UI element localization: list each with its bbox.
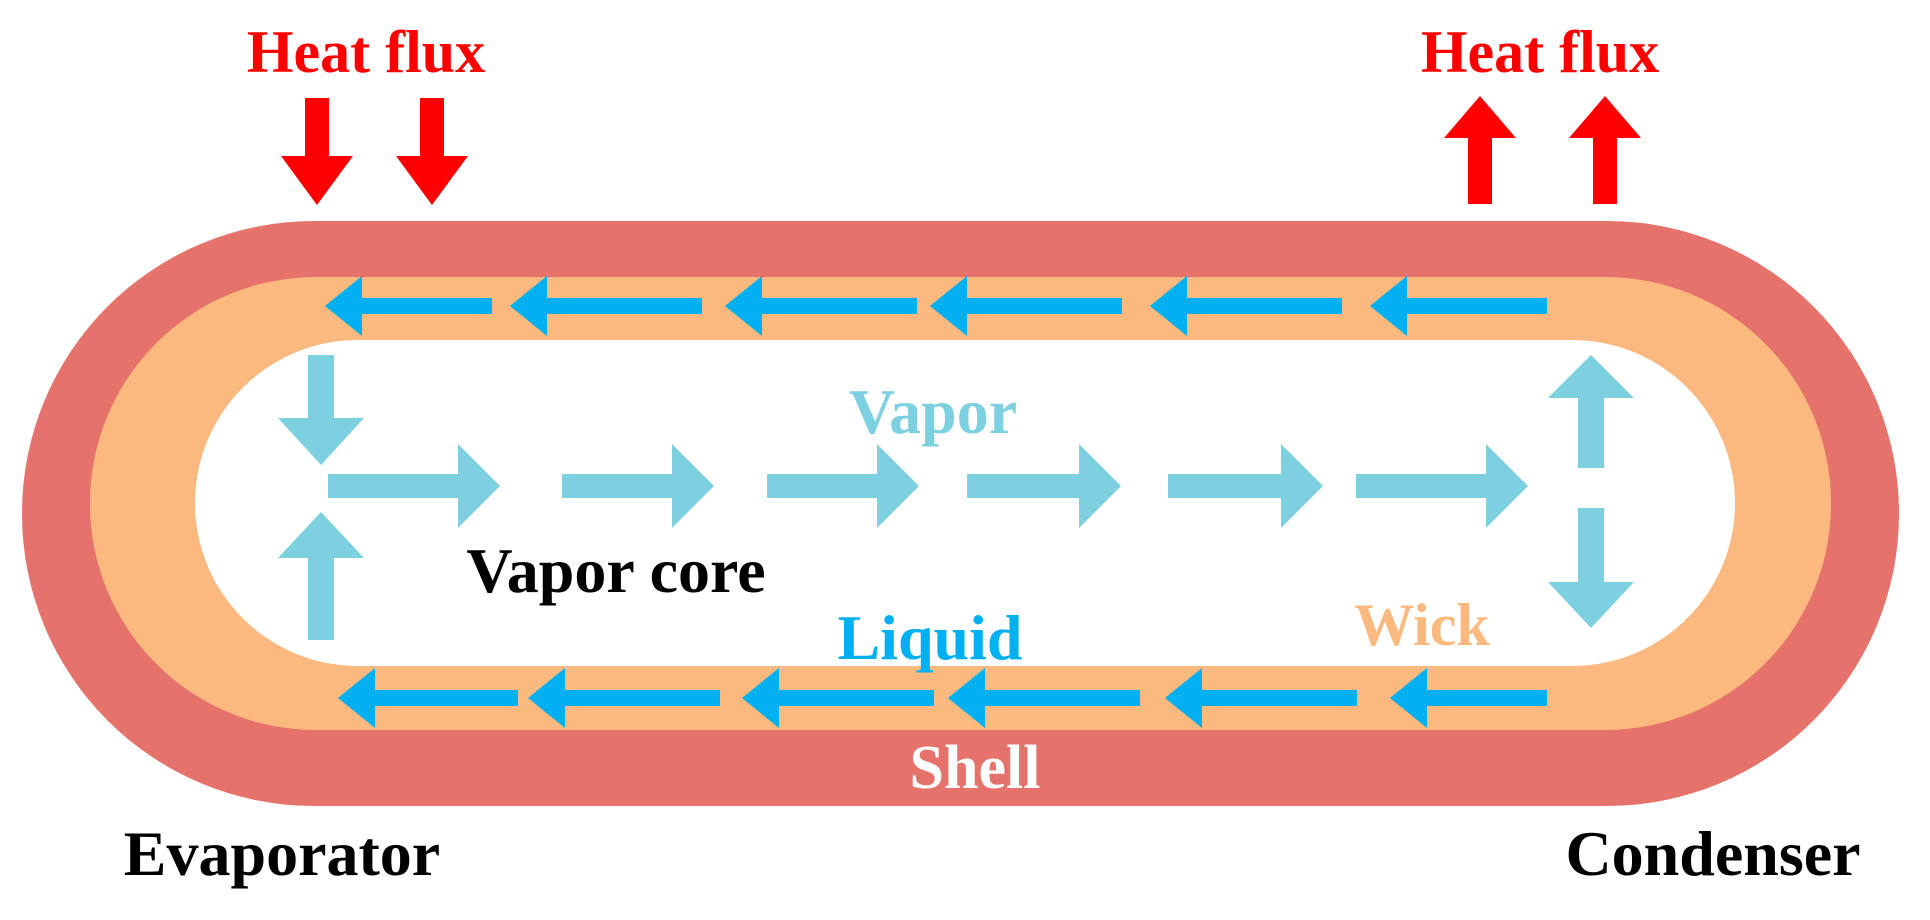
heat-in-arrow xyxy=(281,98,353,205)
liquid-arrow xyxy=(528,668,720,728)
condenser-label: Condenser xyxy=(1565,818,1860,889)
liquid-arrow xyxy=(948,668,1140,728)
liquid-arrow xyxy=(510,276,702,336)
vapor-arrow xyxy=(562,444,714,528)
liquid-arrow xyxy=(742,668,934,728)
liquid-arrow xyxy=(1165,668,1357,728)
heat-out-arrow xyxy=(1444,96,1516,204)
vapor-arrow xyxy=(328,444,500,528)
vapor-arrow xyxy=(1548,355,1634,468)
liquid-arrow xyxy=(930,276,1122,336)
heat-flux-in-label: Heat flux xyxy=(247,19,485,85)
evaporator-label: Evaporator xyxy=(124,818,440,889)
vapor-arrow xyxy=(1548,508,1634,628)
liquid-arrows-bottom xyxy=(338,668,1547,728)
vapor-arrows xyxy=(278,355,1634,640)
vapor-arrow xyxy=(967,444,1121,528)
wick-label: Wick xyxy=(1354,592,1490,658)
liquid-arrow xyxy=(325,276,492,336)
heat-out-arrow xyxy=(1569,96,1641,204)
vapor-arrow xyxy=(767,444,919,528)
heat-in-arrows xyxy=(281,98,468,205)
liquid-arrow xyxy=(338,668,518,728)
heat-out-arrows xyxy=(1444,96,1641,204)
liquid-arrows-top xyxy=(325,276,1547,336)
liquid-arrow xyxy=(1150,276,1342,336)
vapor-arrow xyxy=(1356,444,1528,528)
heat-flux-out-label: Heat flux xyxy=(1421,19,1659,85)
vapor-core xyxy=(195,340,1735,666)
vapor-label: Vapor xyxy=(849,376,1017,447)
liquid-label: Liquid xyxy=(837,602,1022,673)
vapor-arrow xyxy=(278,512,364,640)
vapor-core-label: Vapor core xyxy=(466,535,765,606)
liquid-arrow xyxy=(1370,276,1547,336)
shell-label: Shell xyxy=(910,734,1041,802)
liquid-arrow xyxy=(725,276,917,336)
vapor-arrow xyxy=(278,355,364,465)
heat-in-arrow xyxy=(396,98,468,205)
liquid-arrow xyxy=(1390,668,1547,728)
vapor-arrow xyxy=(1168,444,1323,528)
